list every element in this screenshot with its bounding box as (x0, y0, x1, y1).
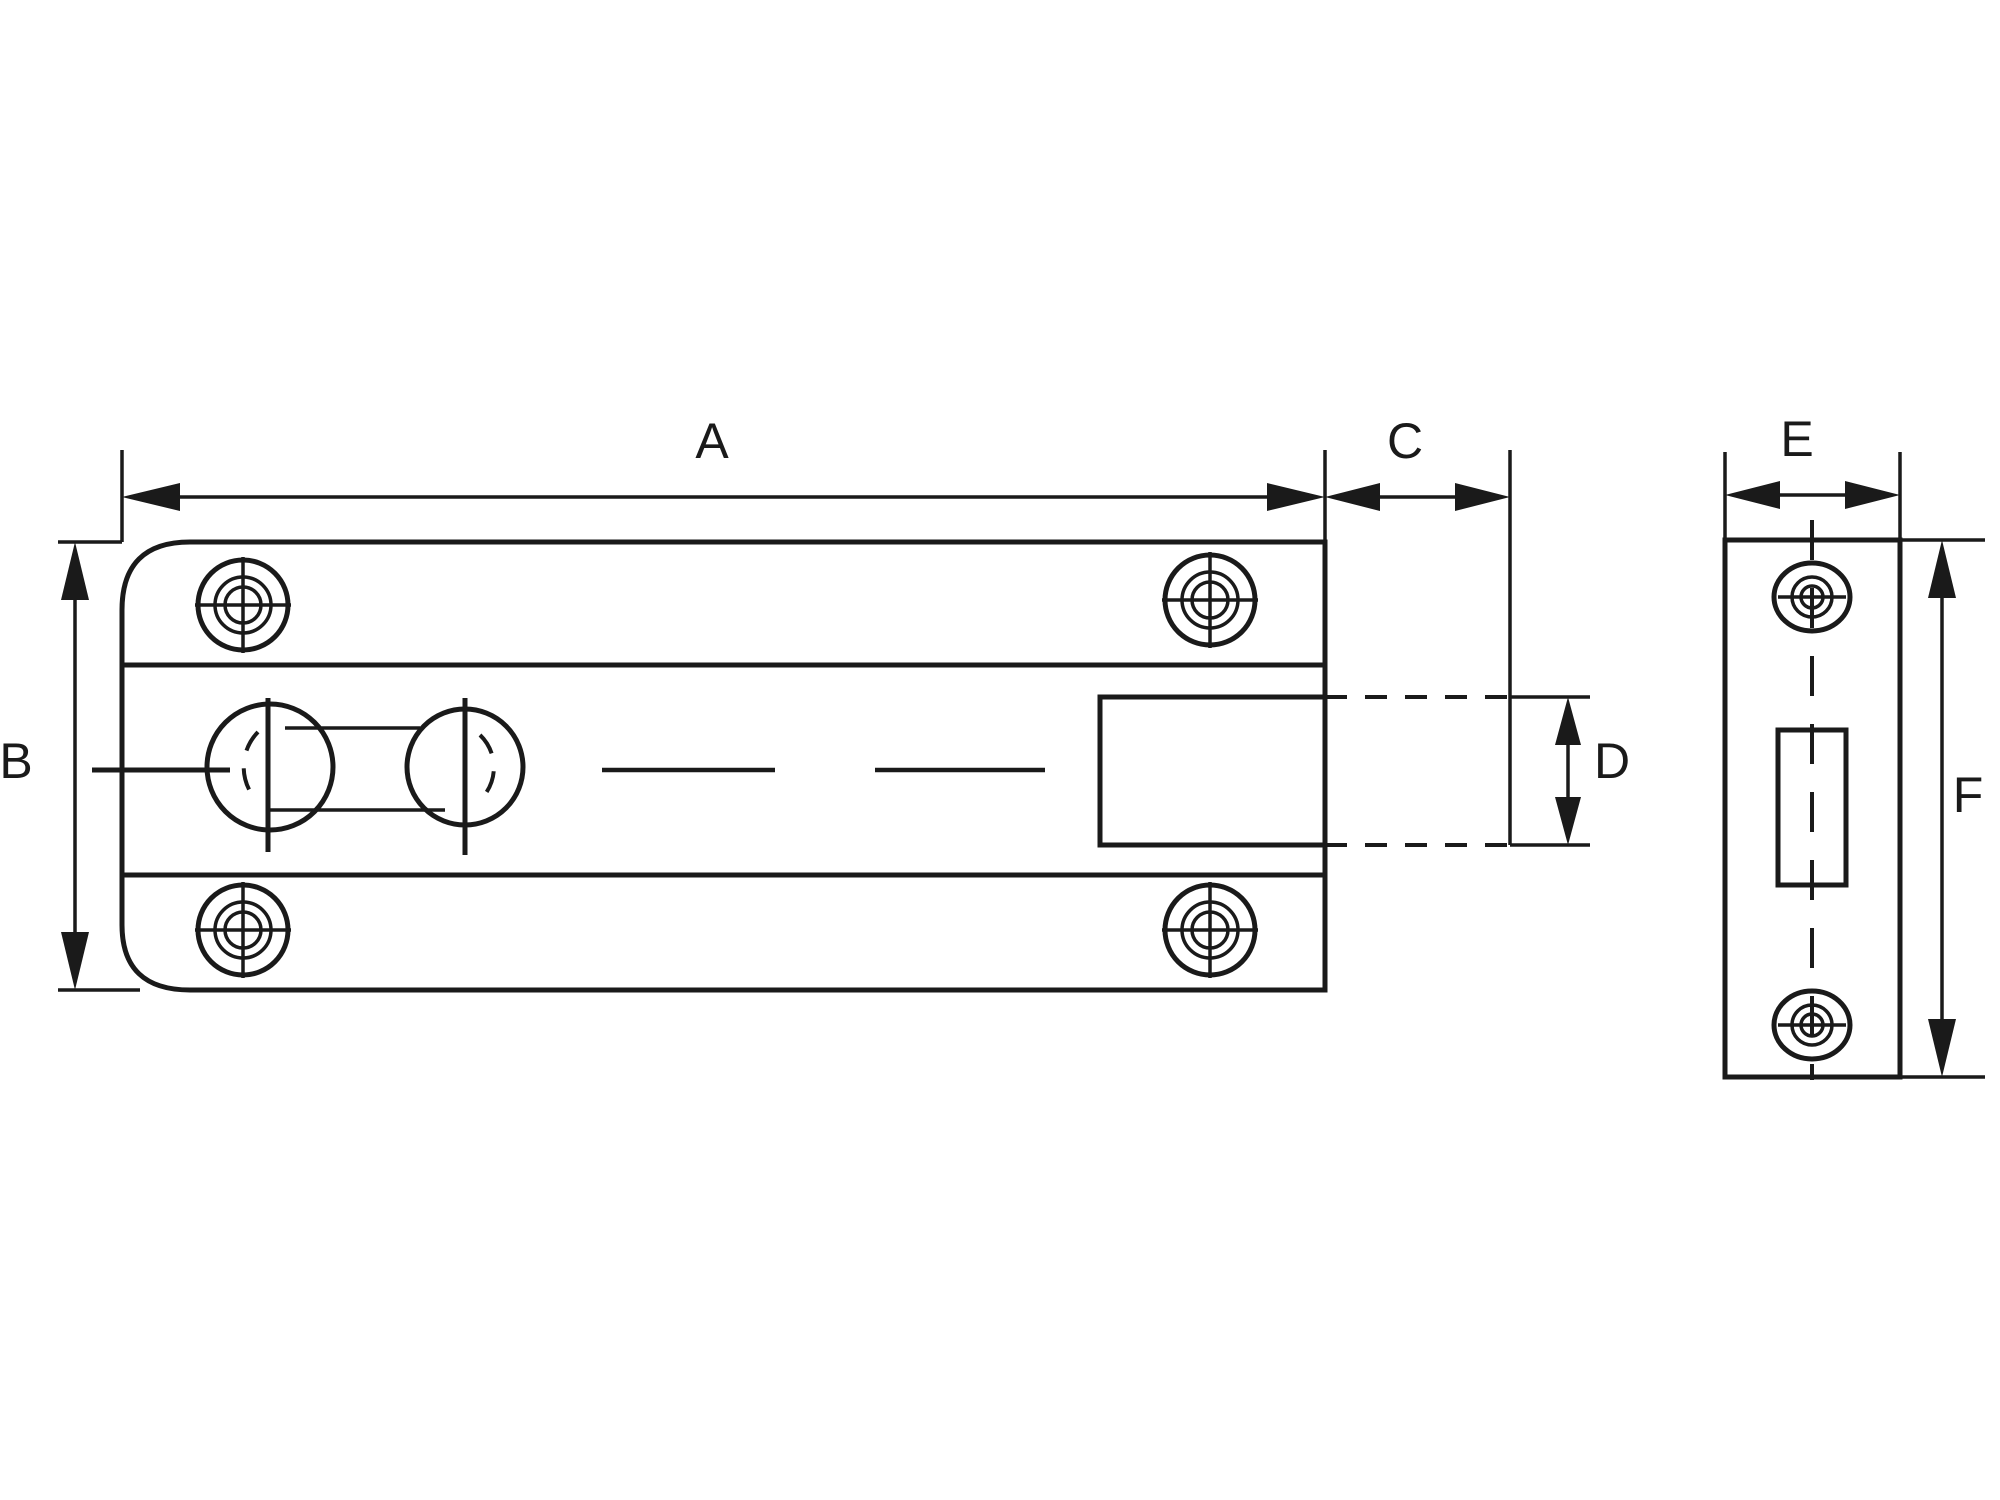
dimension-label-a: A (695, 413, 729, 469)
dimension-label-f: F (1953, 767, 1984, 823)
dimension-label-c: C (1387, 413, 1423, 469)
dimension-c (1325, 450, 1512, 845)
keeper-plate-side-view (1722, 520, 1903, 1080)
dimension-label-b: B (0, 733, 33, 789)
dimension-d (1510, 695, 1590, 847)
dimension-b (58, 540, 140, 992)
screw-hole-top-right-icon (1162, 552, 1258, 648)
bolt-body-front-view (92, 539, 1510, 993)
bolt-knob-right (404, 698, 526, 855)
keeper-screw-hole-bottom-icon (1771, 988, 1853, 1062)
bolt-knob-left (204, 698, 336, 852)
screw-hole-bottom-right-icon (1162, 882, 1258, 978)
screw-hole-bottom-left-icon (195, 882, 291, 978)
screw-hole-top-left-icon (195, 557, 291, 653)
bolt-plate-outline (119, 539, 1328, 993)
dimension-a (120, 450, 1327, 542)
keeper-screw-hole-top-icon (1771, 560, 1853, 634)
dimension-f (1900, 538, 1985, 1079)
dimension-e (1723, 452, 1902, 540)
dimension-label-e: E (1780, 411, 1813, 467)
dimension-label-d: D (1594, 733, 1630, 789)
bolt-tip (1097, 694, 1328, 848)
